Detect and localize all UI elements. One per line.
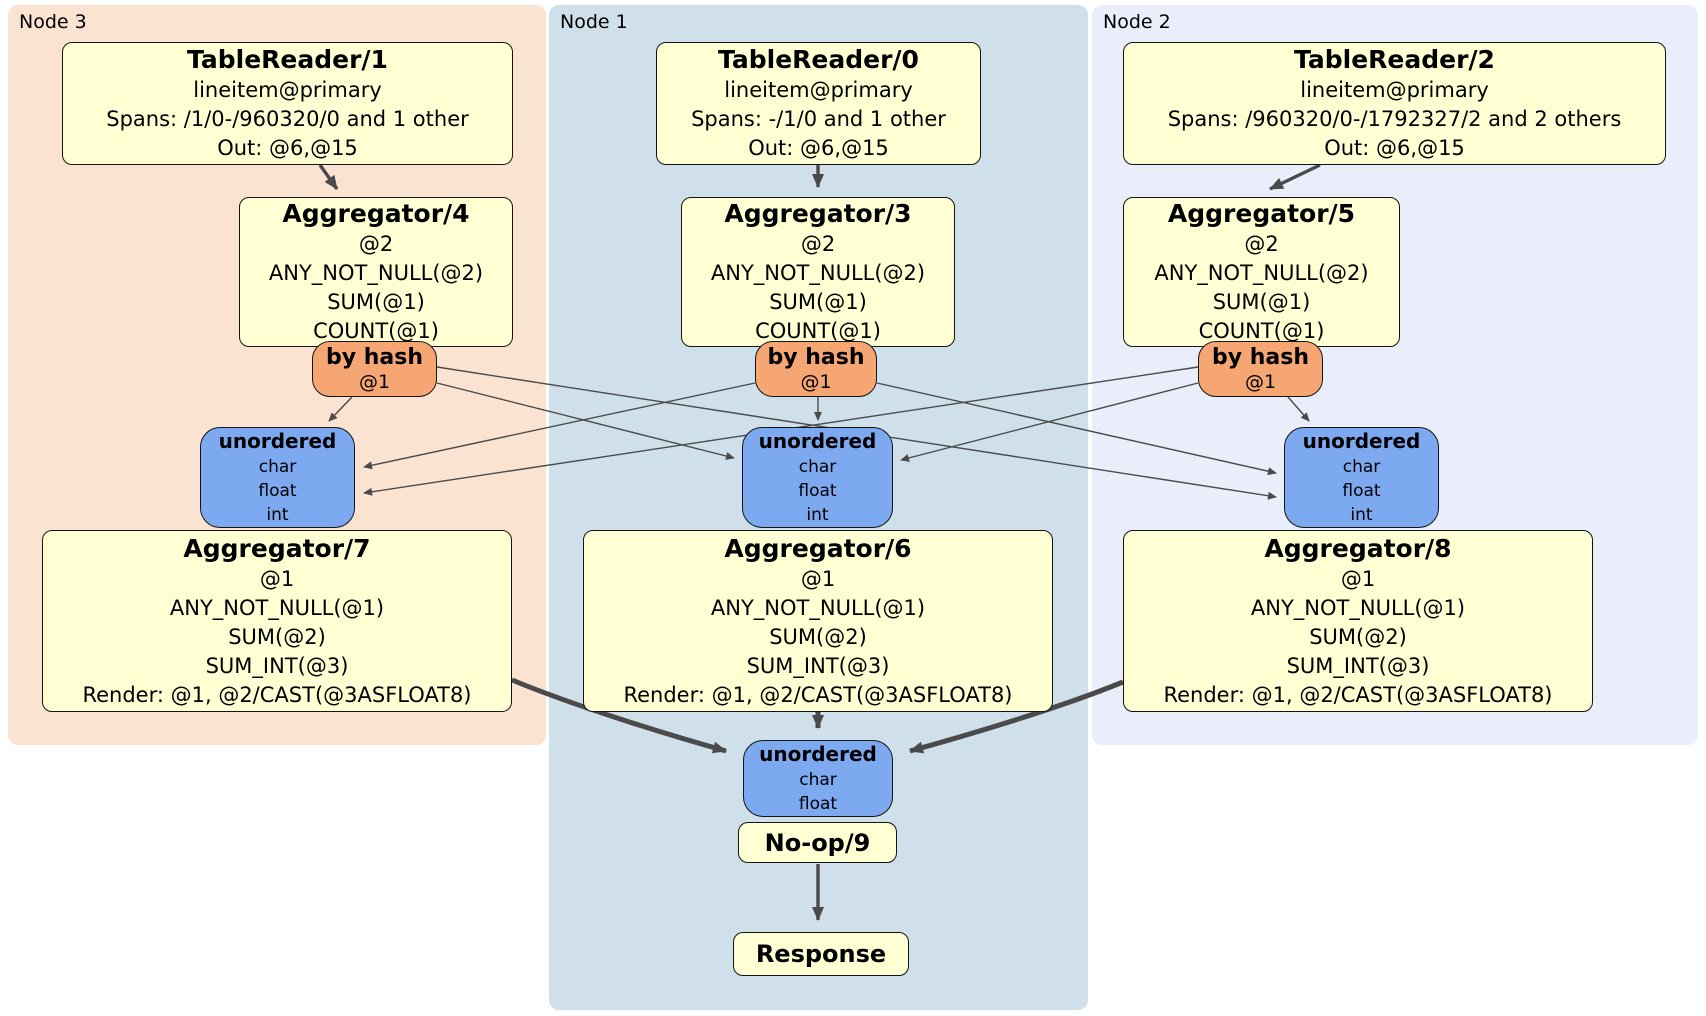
processor-aggregator-6: Aggregator/6 @1 ANY_NOT_NULL(@1) SUM(@2)… (583, 530, 1053, 712)
agg-func-label: SUM(@1) (769, 290, 867, 314)
agg-func-label: SUM(@2) (1309, 624, 1407, 649)
processor-title: Aggregator/7 (183, 533, 371, 563)
processor-aggregator-3: Aggregator/3 @2 ANY_NOT_NULL(@2) SUM(@1)… (681, 197, 955, 347)
sync-title: unordered (218, 429, 337, 453)
processor-aggregator-7: Aggregator/7 @1 ANY_NOT_NULL(@1) SUM(@2)… (42, 530, 512, 712)
processor-title: No-op/9 (764, 828, 871, 857)
processor-title: Aggregator/8 (1264, 533, 1452, 563)
router-title: by hash (1211, 345, 1309, 370)
agg-func-label: SUM(@2) (769, 624, 867, 649)
processor-aggregator-8: Aggregator/8 @1 ANY_NOT_NULL(@1) SUM(@2)… (1123, 530, 1593, 712)
group-cols-label: @2 (800, 232, 836, 256)
sync-type-label: char (799, 770, 837, 790)
spans-label: Spans: -/1/0 and 1 other (691, 107, 946, 131)
sync-type-label: float (798, 481, 837, 501)
sync-title: unordered (1302, 429, 1421, 453)
processor-tablereader-1: TableReader/1 lineitem@primary Spans: /1… (62, 42, 513, 165)
processor-tablereader-0: TableReader/0 lineitem@primary Spans: -/… (656, 42, 981, 165)
router-title: by hash (767, 345, 865, 370)
processor-title: TableReader/1 (187, 45, 388, 74)
router-by-hash-node1: by hash @1 (755, 341, 877, 397)
node-label: Node 1 (560, 11, 628, 33)
agg-func-label: SUM_INT(@3) (1286, 653, 1430, 678)
group-cols-label: @1 (800, 566, 836, 591)
render-label: Render: @1, @2/CAST(@3ASFLOAT8) (1163, 682, 1553, 707)
processor-title: Aggregator/4 (282, 199, 470, 228)
out-label: Out: @6,@15 (1324, 136, 1465, 160)
sync-title: unordered (758, 429, 877, 453)
router-cols-label: @1 (800, 371, 832, 393)
sync-type-label: float (1342, 481, 1381, 501)
group-cols-label: @2 (1244, 232, 1279, 256)
index-label: lineitem@primary (1300, 78, 1489, 102)
group-cols-label: @1 (259, 566, 295, 591)
render-label: Render: @1, @2/CAST(@3ASFLOAT8) (623, 682, 1013, 707)
sync-unordered-final: unordered char float (743, 740, 893, 817)
router-by-hash-node3: by hash @1 (312, 341, 437, 397)
agg-func-label: COUNT(@1) (313, 319, 439, 343)
index-label: lineitem@primary (193, 78, 382, 102)
sync-unordered-node2: unordered char float int (1284, 427, 1439, 528)
agg-func-label: SUM(@2) (228, 624, 326, 649)
spans-label: Spans: /1/0-/960320/0 and 1 other (106, 107, 469, 131)
processor-title: Aggregator/6 (724, 533, 912, 563)
out-label: Out: @6,@15 (217, 136, 358, 160)
sync-type-label: char (258, 457, 297, 477)
agg-func-label: ANY_NOT_NULL(@2) (710, 261, 926, 285)
sync-unordered-node1: unordered char float int (742, 427, 893, 528)
group-cols-label: @1 (1340, 566, 1376, 591)
thick-flow-arrows (318, 163, 1321, 921)
processor-title: TableReader/0 (718, 45, 919, 74)
agg-func-label: COUNT(@1) (755, 319, 881, 343)
processor-noop-9: No-op/9 (738, 822, 897, 863)
agg-func-label: SUM(@1) (1212, 290, 1311, 314)
agg-func-label: ANY_NOT_NULL(@2) (268, 261, 484, 285)
sync-title: unordered (759, 742, 877, 766)
spans-label: Spans: /960320/0-/1792327/2 and 2 others (1167, 107, 1622, 131)
group-cols-label: @2 (358, 232, 394, 256)
node-label: Node 2 (1103, 11, 1171, 33)
processor-title: TableReader/2 (1294, 45, 1495, 74)
index-label: lineitem@primary (724, 78, 913, 102)
router-cols-label: @1 (358, 371, 391, 393)
agg-func-label: SUM_INT(@3) (205, 653, 349, 678)
router-cols-label: @1 (1244, 371, 1277, 393)
processor-aggregator-4: Aggregator/4 @2 ANY_NOT_NULL(@2) SUM(@1)… (239, 197, 513, 347)
agg-func-label: ANY_NOT_NULL(@2) (1154, 261, 1369, 285)
agg-func-label: SUM_INT(@3) (746, 653, 890, 678)
node-label: Node 3 (19, 11, 87, 33)
sync-unordered-node3: unordered char float int (200, 427, 355, 528)
sync-type-label: char (1342, 457, 1381, 477)
sync-type-label: float (798, 794, 838, 814)
processor-title: Aggregator/5 (1167, 199, 1356, 228)
out-label: Out: @6,@15 (748, 136, 889, 160)
sync-type-label: int (1350, 505, 1373, 525)
agg-func-label: ANY_NOT_NULL(@1) (1250, 595, 1466, 620)
render-label: Render: @1, @2/CAST(@3ASFLOAT8) (82, 682, 472, 707)
agg-func-label: ANY_NOT_NULL(@1) (169, 595, 385, 620)
agg-func-label: COUNT(@1) (1198, 319, 1325, 343)
agg-func-label: ANY_NOT_NULL(@1) (710, 595, 926, 620)
agg-func-label: SUM(@1) (327, 290, 425, 314)
sync-type-label: char (798, 457, 837, 477)
response-title: Response (755, 940, 887, 968)
processor-title: Aggregator/3 (724, 199, 912, 228)
processor-tablereader-2: TableReader/2 lineitem@primary Spans: /9… (1123, 42, 1666, 165)
router-title: by hash (325, 345, 423, 370)
sync-type-label: float (258, 481, 297, 501)
sync-type-label: int (806, 505, 829, 525)
router-by-hash-node2: by hash @1 (1198, 341, 1323, 397)
final-response: Response (733, 932, 909, 976)
processor-aggregator-5: Aggregator/5 @2 ANY_NOT_NULL(@2) SUM(@1)… (1123, 197, 1400, 347)
sync-type-label: int (266, 505, 289, 525)
